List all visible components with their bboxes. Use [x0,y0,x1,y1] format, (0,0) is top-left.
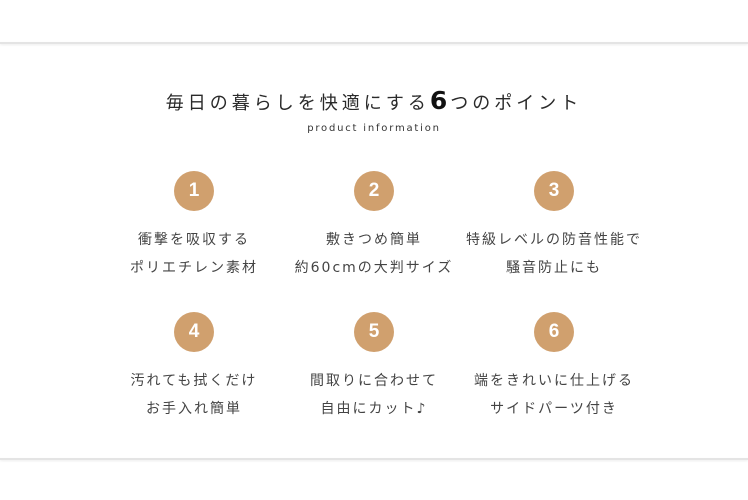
point-text: 端をきれいに仕上げるサイドパーツ付き [454,367,654,423]
section-title: 毎日の暮らしを快適にする6つのポイント [0,86,748,115]
point-line: 敷きつめ簡単 [326,232,422,248]
point-line: 衝撃を吸収する [138,232,250,248]
title-number: 6 [429,86,451,115]
point-line: 特級レベルの防音性能で [466,232,642,248]
point-6: 6 端をきれいに仕上げるサイドパーツ付き [454,312,654,423]
point-line: お手入れ簡単 [146,401,242,417]
title-text: 毎日の暮らしを快適にする [165,93,430,114]
point-line: 間取りに合わせて [310,373,438,389]
point-3: 3 特級レベルの防音性能で騒音防止にも [454,171,654,282]
number-badge: 6 [534,312,574,352]
point-text: 汚れても拭くだけお手入れ簡単 [94,367,294,423]
number-badge: 4 [174,312,214,352]
number-badge: 1 [174,171,214,211]
point-line: 約60cmの大判サイズ [294,260,454,276]
point-4: 4 汚れても拭くだけお手入れ簡単 [94,312,294,423]
point-line: サイドパーツ付き [490,401,618,417]
point-line: 騒音防止にも [506,260,602,276]
point-line: 自由にカット♪ [320,401,428,417]
number-badge: 2 [354,171,394,211]
point-5: 5 間取りに合わせて自由にカット♪ [274,312,474,423]
point-text: 衝撃を吸収するポリエチレン素材 [94,226,294,282]
title-text-end: つのポイント [450,93,583,114]
number-badge: 5 [354,312,394,352]
point-1: 1 衝撃を吸収するポリエチレン素材 [94,171,294,282]
point-2: 2 敷きつめ簡単約60cmの大判サイズ [274,171,474,282]
top-divider [0,42,748,44]
point-text: 特級レベルの防音性能で騒音防止にも [454,226,654,282]
section-subtitle: product information [307,123,441,134]
point-line: 端をきれいに仕上げる [474,373,634,389]
bottom-divider [0,458,748,460]
point-line: ポリエチレン素材 [130,260,258,276]
point-text: 敷きつめ簡単約60cmの大判サイズ [274,226,474,282]
point-line: 汚れても拭くだけ [130,373,258,389]
point-text: 間取りに合わせて自由にカット♪ [274,367,474,423]
number-badge: 3 [534,171,574,211]
